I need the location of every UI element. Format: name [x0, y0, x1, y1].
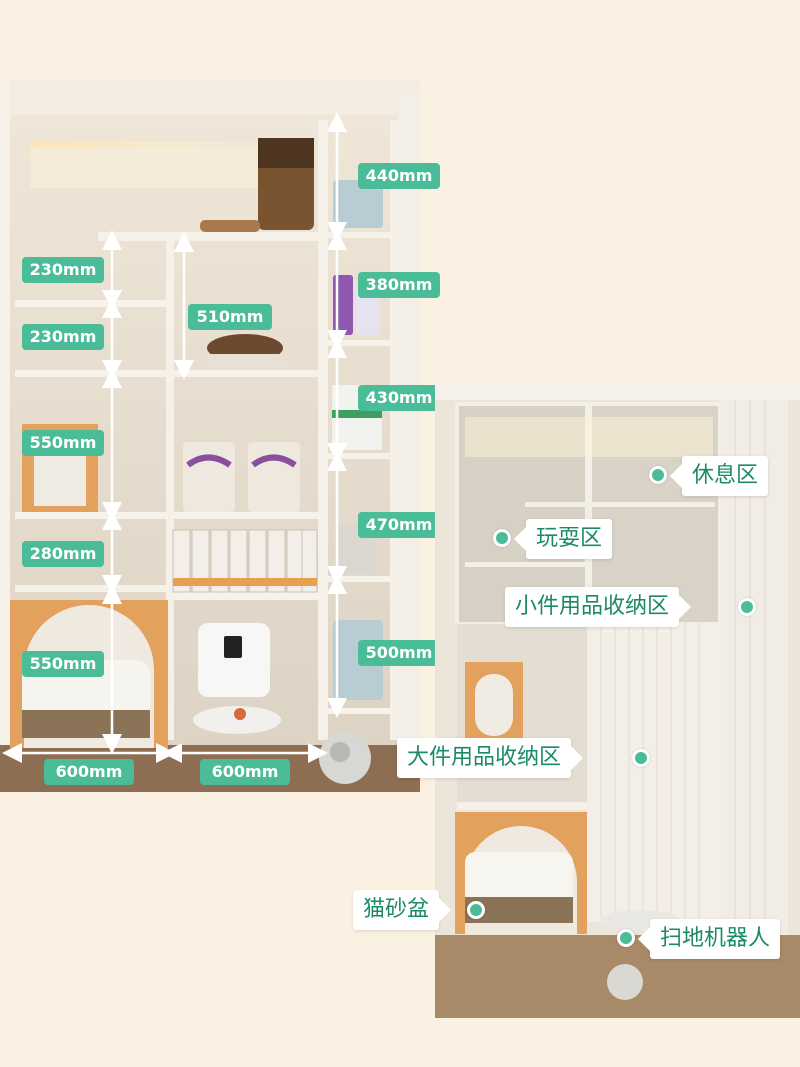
play-zone-label: 玩耍区: [513, 519, 613, 559]
height-label-right-5: 500mm: [358, 640, 440, 666]
height-label-right-3: 430mm: [358, 385, 440, 411]
small-storage-zone-marker: [738, 598, 756, 616]
robot-vacuum-zone-label: 扫地机器人: [637, 919, 781, 959]
litter-box-zone-label: 猫砂盆: [353, 890, 452, 930]
rest-zone-label: 休息区: [669, 456, 769, 496]
height-label-right-2: 380mm: [358, 272, 440, 298]
cabinet-closed-photo: [435, 382, 800, 1018]
small-storage-zone-label: 小件用品收纳区: [505, 587, 692, 627]
dimension-arrows: [2, 112, 347, 763]
rest-zone-marker: [649, 466, 667, 484]
height-label-left-bottom: 550mm: [22, 651, 104, 677]
height-label-left-second: 230mm: [22, 324, 104, 350]
robot-vacuum-zone-marker: [617, 929, 635, 947]
height-label-left-middle: 550mm: [22, 430, 104, 456]
height-label-left-lower: 280mm: [22, 541, 104, 567]
height-label-right-1: 440mm: [358, 163, 440, 189]
height-label-center-top: 510mm: [188, 304, 272, 330]
height-label-right-4: 470mm: [358, 512, 440, 538]
large-storage-zone-label: 大件用品收纳区: [397, 738, 584, 778]
litter-box-zone-marker: [467, 901, 485, 919]
width-label-center: 600mm: [200, 759, 290, 785]
play-zone-marker: [493, 529, 511, 547]
large-storage-zone-marker: [632, 749, 650, 767]
cabinet-open-photo: [0, 80, 420, 792]
width-label-left: 600mm: [44, 759, 134, 785]
height-label-left-top: 230mm: [22, 257, 104, 283]
